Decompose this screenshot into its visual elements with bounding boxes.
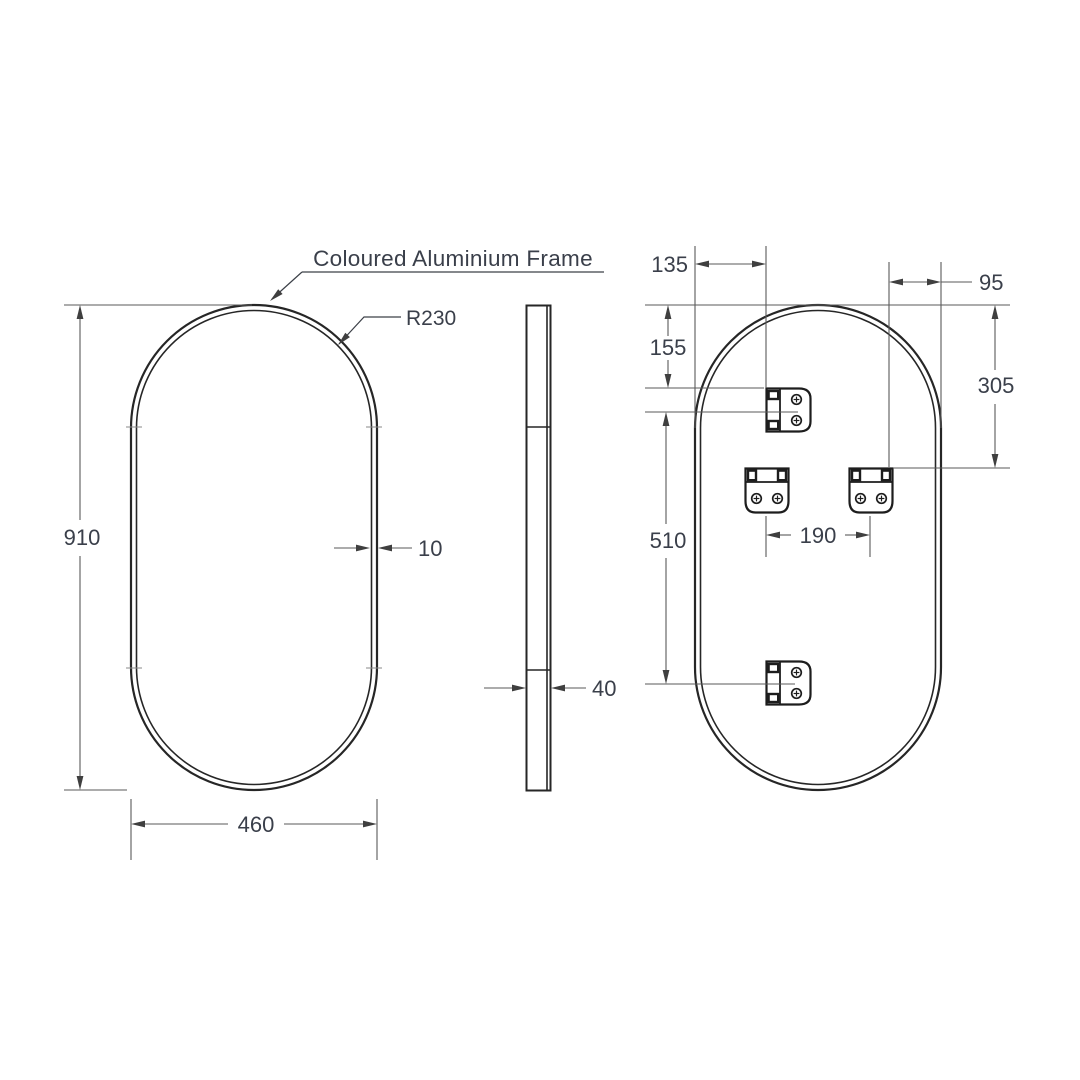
dim-bracket-horizontal-centres: 190 (765, 516, 871, 557)
dim-overall-width: 460 (130, 799, 378, 860)
mounting-bracket-bottom (765, 660, 812, 706)
dim-frame-thickness-value: 10 (418, 536, 442, 561)
dim-frame-depth-value: 40 (592, 676, 616, 701)
dim-frame-thickness: 10 (334, 536, 442, 561)
dim-bracket-horizontal-centres-value: 190 (800, 523, 837, 548)
dim-top-bracket-y-value: 155 (650, 335, 687, 360)
dim-side-bracket-y-value: 305 (978, 373, 1015, 398)
dim-top-bracket-x-value: 135 (651, 252, 688, 277)
front-view: 910 460 10 Coloured Aluminium Frame (64, 246, 604, 860)
dim-side-bracket-x-value: 95 (979, 270, 1003, 295)
dim-frame-depth: 40 (484, 676, 616, 701)
frame-material-label: Coloured Aluminium Frame (313, 246, 593, 271)
mounting-bracket-left (744, 467, 790, 514)
dim-overall-height-value: 910 (64, 525, 101, 550)
dim-bracket-vertical-centres: 510 (650, 412, 687, 684)
radius-callout: R230 (338, 307, 456, 345)
frame-material-callout: Coloured Aluminium Frame (270, 246, 604, 301)
dim-overall-height: 910 (64, 304, 252, 791)
dim-bracket-vertical-centres-value: 510 (650, 528, 687, 553)
back-view: 135 95 155 510 (645, 246, 1015, 792)
dim-top-bracket-x: 135 (651, 252, 766, 277)
dim-side-bracket-y: 305 (978, 305, 1015, 468)
side-view: 40 (484, 304, 616, 792)
mounting-bracket-right (848, 467, 894, 514)
radius-label: R230 (406, 307, 456, 330)
dim-side-bracket-x: 95 (889, 270, 1003, 295)
mounting-bracket-top (765, 387, 812, 433)
dim-overall-width-value: 460 (238, 812, 275, 837)
dim-top-bracket-y: 155 (650, 305, 687, 388)
